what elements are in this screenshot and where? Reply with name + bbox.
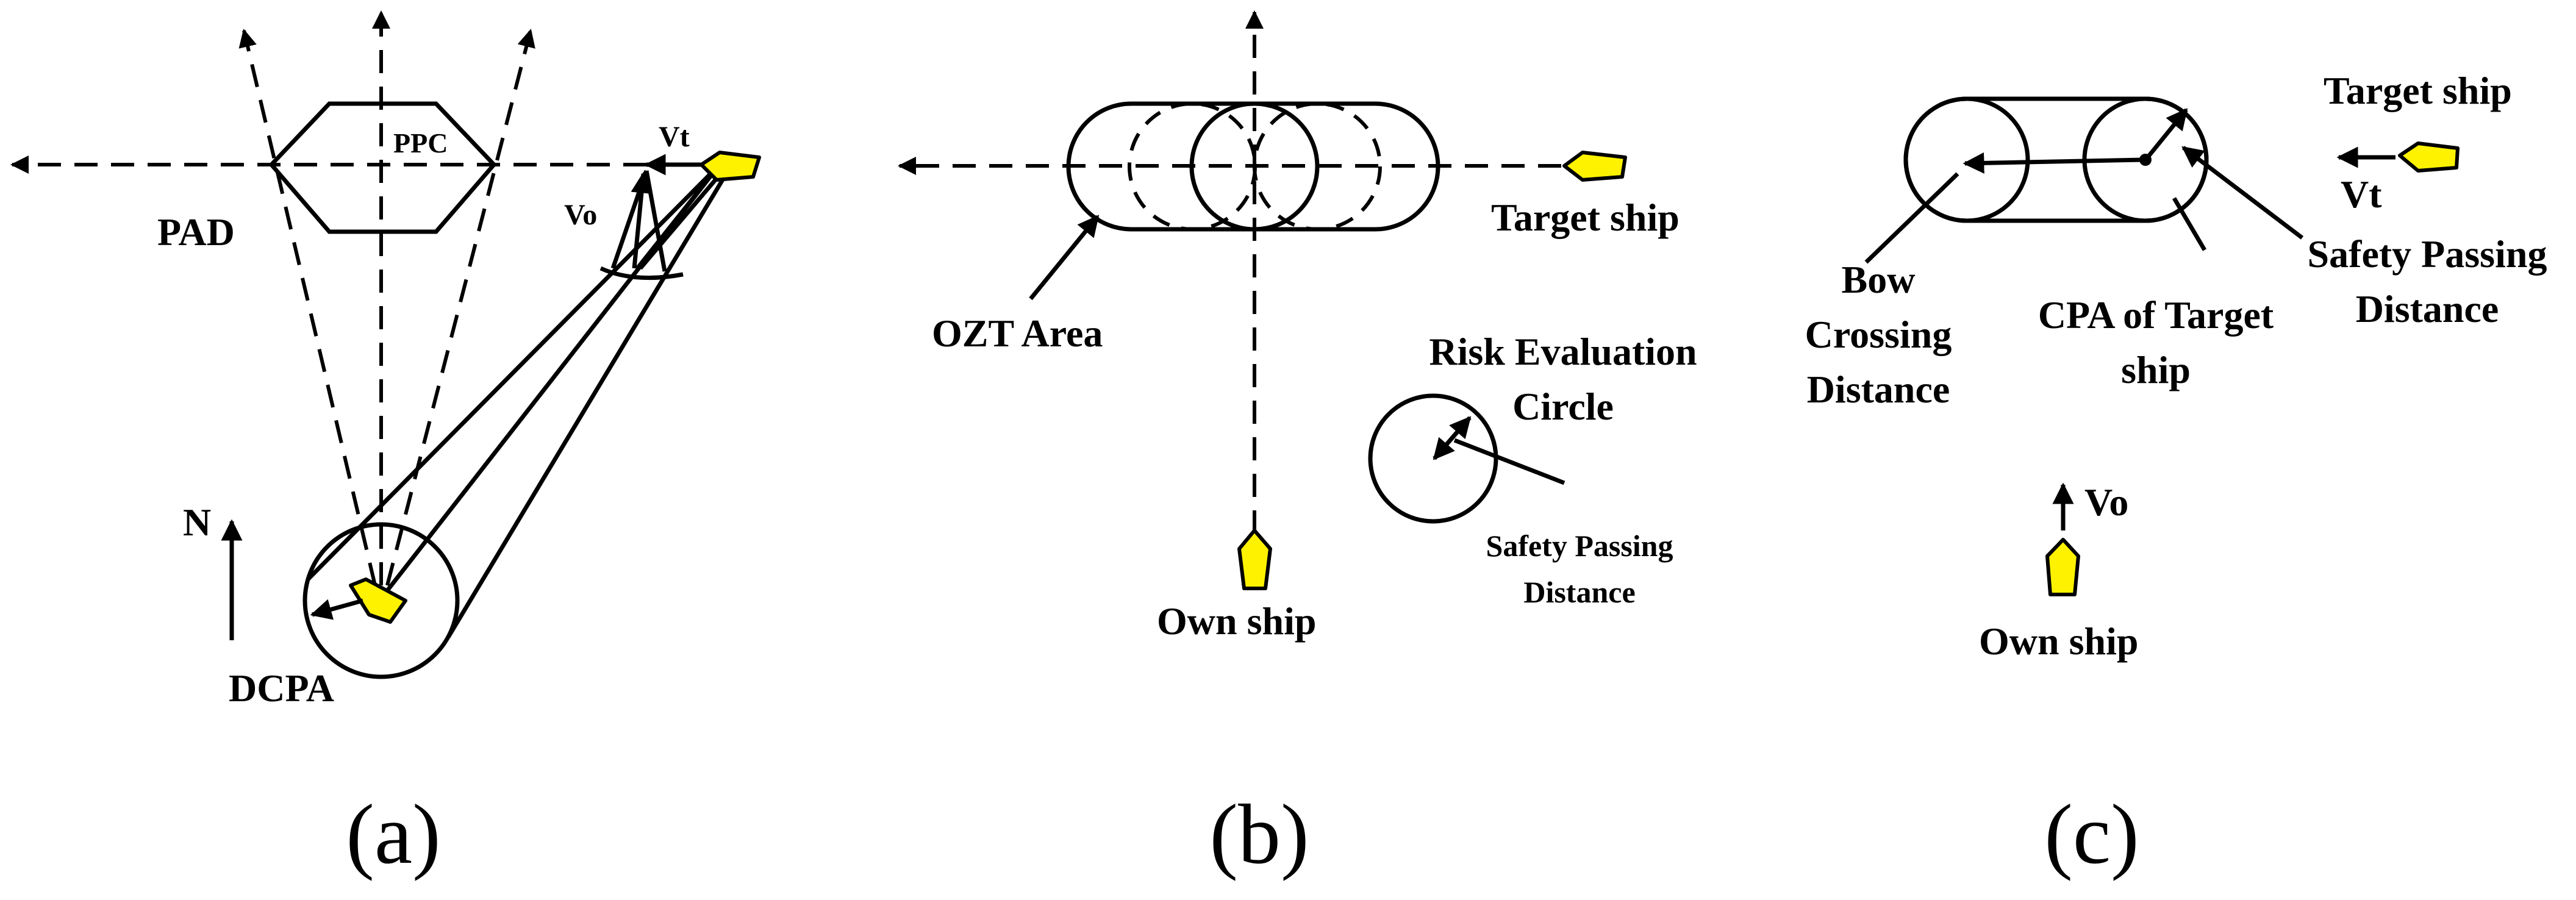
target-ship-label-c: Target ship xyxy=(2324,69,2512,112)
safety-pointer-b xyxy=(1453,438,1565,485)
panel-a: PAD PPC Vt Vo N DCPA (a) xyxy=(10,10,761,882)
safety-label-b-2: Distance xyxy=(1523,575,1635,609)
vt-label-c: Vt xyxy=(2341,173,2382,216)
own-ship-c xyxy=(2045,538,2080,596)
target-ship-c xyxy=(2398,141,2460,173)
vector-side-right xyxy=(644,170,667,272)
safety-label-c-1: Safety Passing xyxy=(2308,232,2547,276)
risk-evaluation-circle xyxy=(1368,393,1498,524)
panel-b: OZT Area Target ship Own ship Risk Evalu… xyxy=(898,10,1697,882)
vo-label-c: Vo xyxy=(2084,480,2128,524)
safety-label-b-1: Safety Passing xyxy=(1486,529,1673,563)
safety-radius-arrow xyxy=(2145,108,2188,160)
own-ship-label-c: Own ship xyxy=(1979,620,2138,663)
caption-a: (a) xyxy=(346,787,440,882)
bow-circle xyxy=(1903,96,2030,223)
vector-side-left xyxy=(610,170,649,270)
risk-eval-label-2: Circle xyxy=(1512,385,1614,428)
bow-pointer xyxy=(1864,172,1959,264)
pad-boundary-left xyxy=(238,29,377,586)
bow-crossing-arrow xyxy=(1962,152,2144,174)
dcpa-label: DCPA xyxy=(229,666,334,710)
ozt-pointer-arrow xyxy=(1029,215,1100,301)
ppc-hexagon xyxy=(268,101,497,234)
ozt-circle-right xyxy=(1253,102,1382,231)
pad-boundary-right xyxy=(385,29,535,586)
vt-label-a: Vt xyxy=(659,121,690,153)
ozt-area-label: OZT Area xyxy=(932,312,1103,355)
relative-vector xyxy=(635,163,721,270)
safety-pointer-c xyxy=(2181,146,2304,240)
target-to-vo-line xyxy=(639,166,728,270)
ppc-label: PPC xyxy=(393,127,448,159)
target-ship-label-b: Target ship xyxy=(1491,196,1680,239)
target-ship-a xyxy=(699,151,761,182)
vector-arc xyxy=(599,266,684,280)
risk-eval-label-1: Risk Evaluation xyxy=(1429,330,1697,373)
own-ship-b xyxy=(1237,529,1272,590)
cpa-label-2: ship xyxy=(2121,348,2191,391)
dcpa-circle xyxy=(302,522,460,679)
tangent-line-lower xyxy=(446,168,731,638)
ozt-circle-center xyxy=(1189,101,1320,232)
pad-label: PAD xyxy=(157,210,235,254)
bow-label-3: Distance xyxy=(1807,368,1950,411)
panel-c: Target ship Vt Safety Passing Distance B… xyxy=(1805,69,2547,882)
vo-label-a: Vo xyxy=(564,199,597,231)
own-ship-label-b: Own ship xyxy=(1157,599,1316,643)
target-ship-b xyxy=(1562,151,1627,182)
own-ship-a xyxy=(349,577,407,624)
ozt-capsule xyxy=(1066,101,1440,232)
cpa-label-1: CPA of Target xyxy=(2038,293,2274,337)
dcpa-arrow xyxy=(310,598,363,620)
north-label: N xyxy=(183,501,211,544)
risk-radius-arrow-back xyxy=(1433,426,1462,460)
safety-label-c-2: Distance xyxy=(2356,287,2499,330)
bow-label-2: Crossing xyxy=(1805,313,1952,356)
tangent-line-upper xyxy=(306,163,721,581)
bow-label-1: Bow xyxy=(1842,258,1916,301)
caption-b: (b) xyxy=(1209,787,1309,882)
caption-c: (c) xyxy=(2044,787,2139,882)
cpa-pointer xyxy=(2172,197,2207,251)
